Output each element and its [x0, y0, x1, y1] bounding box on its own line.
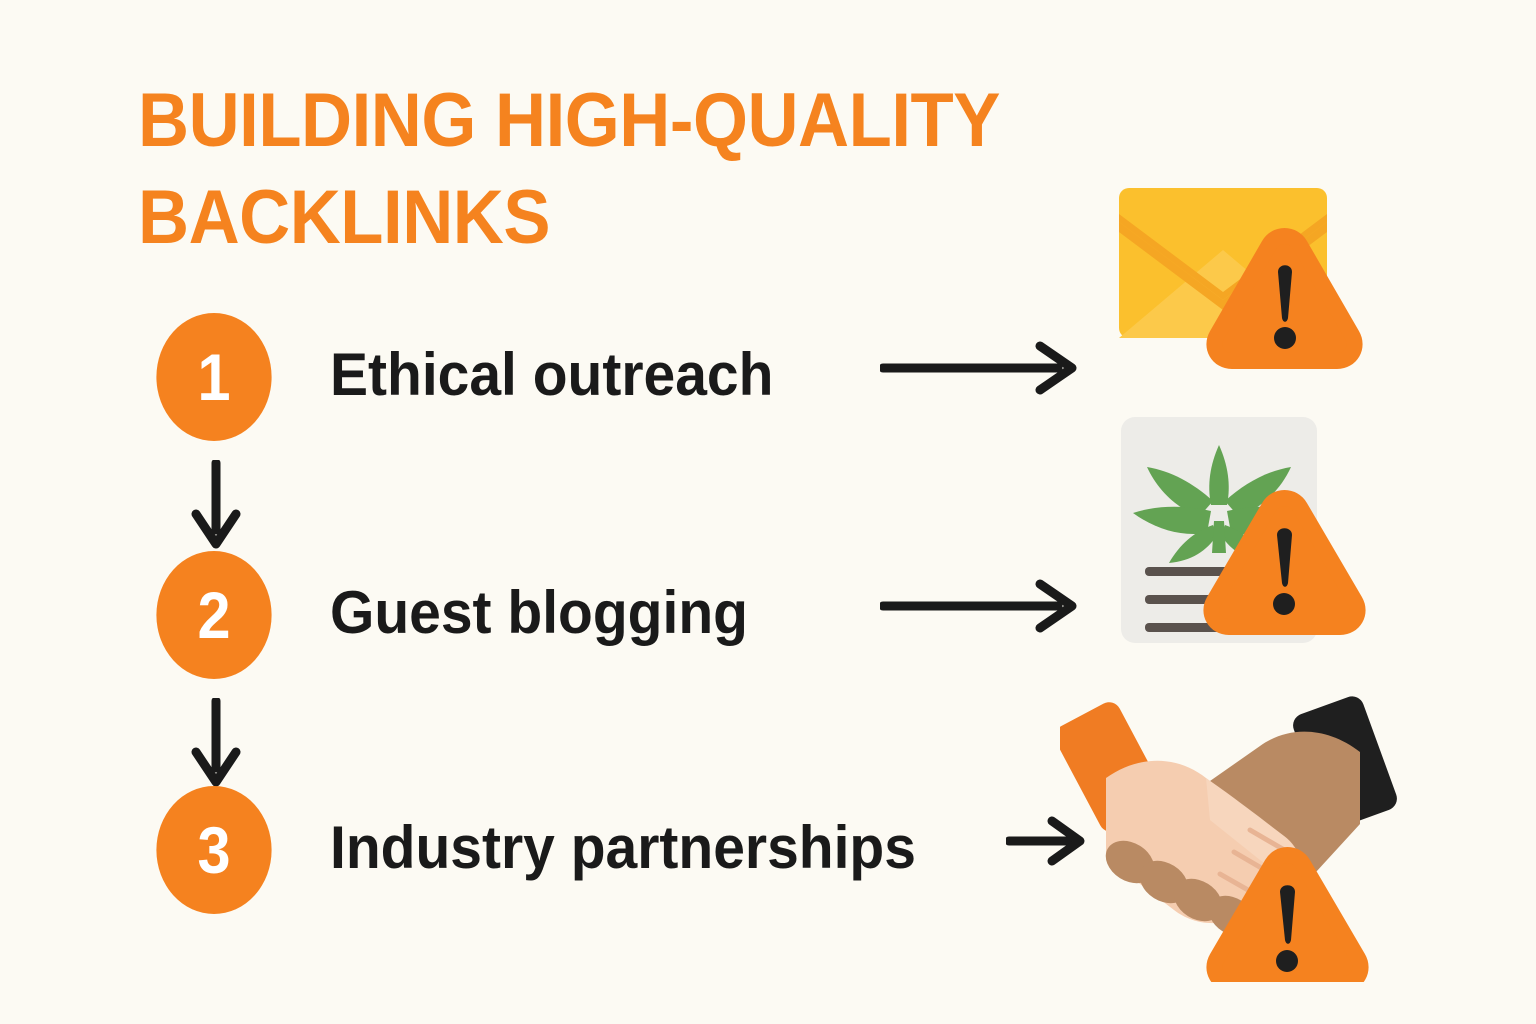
down-arrow-icon-1: [186, 460, 246, 552]
step-number-1: 1: [197, 340, 231, 414]
email-warning-icon: [1117, 180, 1407, 405]
step-label-3: Industry partnerships: [330, 814, 916, 881]
right-arrow-icon-1: [880, 340, 1080, 396]
handshake-warning-icon: [1060, 692, 1410, 982]
step-label-2: Guest blogging: [330, 579, 748, 646]
right-arrow-icon-2: [880, 578, 1080, 634]
cannabis-document-warning-icon: [1117, 415, 1407, 670]
step-label-1: Ethical outreach: [330, 341, 774, 408]
down-arrow-icon-2: [186, 698, 246, 790]
step-number-3: 3: [197, 813, 231, 887]
step-badge-1: 1: [156, 313, 272, 441]
right-arrow-icon-3: [1006, 813, 1088, 869]
step-badge-3: 3: [156, 786, 272, 914]
step-badge-2: 2: [156, 551, 272, 679]
step-number-2: 2: [197, 578, 231, 652]
page-title: BUILDING HIGH-QUALITY BACKLINKS: [138, 78, 1000, 261]
